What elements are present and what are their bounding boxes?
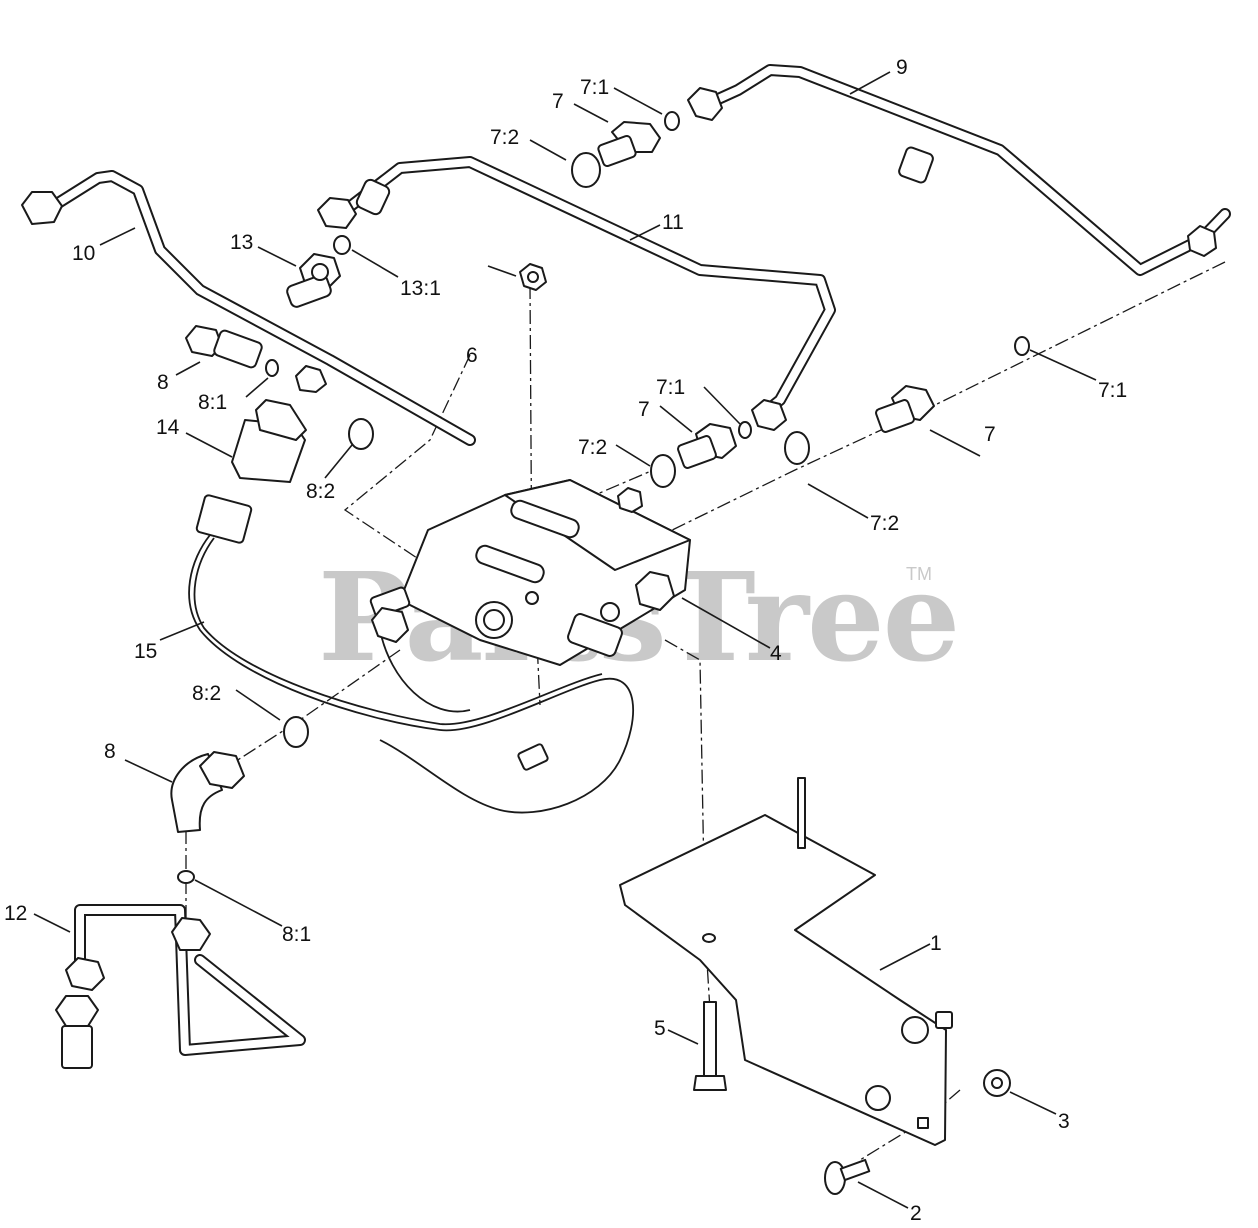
callout-7-2-right: 7:2 <box>870 512 899 535</box>
callout-10: 10 <box>72 242 95 265</box>
bolt-5[interactable] <box>693 1001 727 1091</box>
callout-7-2-middle: 7:2 <box>578 436 607 459</box>
callout-7-1-top: 7:1 <box>580 76 609 99</box>
fitting-7-right[interactable] <box>875 385 935 433</box>
o-ring-7-1-top[interactable] <box>664 111 680 131</box>
callout-12: 12 <box>4 902 27 925</box>
o-ring-7-1-right[interactable] <box>1014 336 1030 356</box>
callout-7-top: 7 <box>552 90 564 113</box>
callout-3: 3 <box>1058 1110 1070 1133</box>
callout-7-1-right: 7:1 <box>1098 379 1127 402</box>
callout-13-1: 13:1 <box>400 277 441 300</box>
callout-8-1-lower: 8:1 <box>282 923 311 946</box>
solenoid-coil-14[interactable] <box>195 399 307 544</box>
callout-15: 15 <box>134 640 157 663</box>
callout-8-top: 8 <box>157 371 169 394</box>
tube-9[interactable] <box>687 64 1231 276</box>
o-ring-7-2-top[interactable] <box>571 152 601 188</box>
carriage-bolt-2[interactable] <box>824 1158 871 1195</box>
leader-lines <box>33 71 1097 1209</box>
callout-7-1-middle: 7:1 <box>656 376 685 399</box>
callout-11: 11 <box>662 211 684 234</box>
callout-5: 5 <box>654 1017 666 1040</box>
elbow-fitting-8-lower[interactable] <box>170 751 245 833</box>
fitting-13[interactable] <box>286 253 341 309</box>
nut-8-top[interactable] <box>295 365 327 393</box>
o-ring-8-2-lower[interactable] <box>283 716 309 748</box>
callout-7-middle: 7 <box>638 398 650 421</box>
callout-1: 1 <box>930 932 942 955</box>
valve-body-4[interactable] <box>369 479 691 666</box>
fitting-7-middle[interactable] <box>677 423 737 469</box>
tube-10[interactable] <box>21 170 476 446</box>
callout-6: 6 <box>466 344 478 367</box>
callout-7-right: 7 <box>984 423 996 446</box>
fitting-7-top[interactable] <box>597 121 661 168</box>
callout-4: 4 <box>770 642 782 665</box>
tube-12[interactable] <box>55 904 306 1069</box>
o-ring-8-1-lower[interactable] <box>177 870 195 884</box>
callout-8-2-top: 8:2 <box>306 480 335 503</box>
callout-9: 9 <box>896 56 908 79</box>
callout-8-1-top: 8:1 <box>198 391 227 414</box>
fitting-8-top[interactable] <box>185 325 263 369</box>
wire-harness-15[interactable] <box>188 534 635 814</box>
o-ring-7-2-middle[interactable] <box>650 454 676 488</box>
callout-2: 2 <box>910 1202 922 1225</box>
o-ring-7-1-middle[interactable] <box>738 421 752 439</box>
callout-8-2-lower: 8:2 <box>192 682 221 705</box>
nut-6[interactable] <box>519 263 547 291</box>
callout-7-2-top: 7:2 <box>490 126 519 149</box>
o-ring-7-2-right[interactable] <box>784 431 810 465</box>
o-ring-8-2-top[interactable] <box>348 418 374 450</box>
callout-14: 14 <box>156 416 180 439</box>
tube-11[interactable] <box>317 156 836 431</box>
mounting-bracket-1[interactable] <box>619 777 953 1146</box>
o-ring-8-1-top[interactable] <box>265 359 279 377</box>
watermark-trademark: TM <box>906 564 932 584</box>
callout-13: 13 <box>230 231 253 254</box>
o-ring-13-1[interactable] <box>333 235 351 255</box>
flange-nut-3[interactable] <box>983 1069 1011 1097</box>
callout-labels: 9 7:1 7 7:2 10 11 13 13:1 8 8:1 14 8:2 6… <box>4 56 1127 1225</box>
callout-8-lower: 8 <box>104 740 116 763</box>
